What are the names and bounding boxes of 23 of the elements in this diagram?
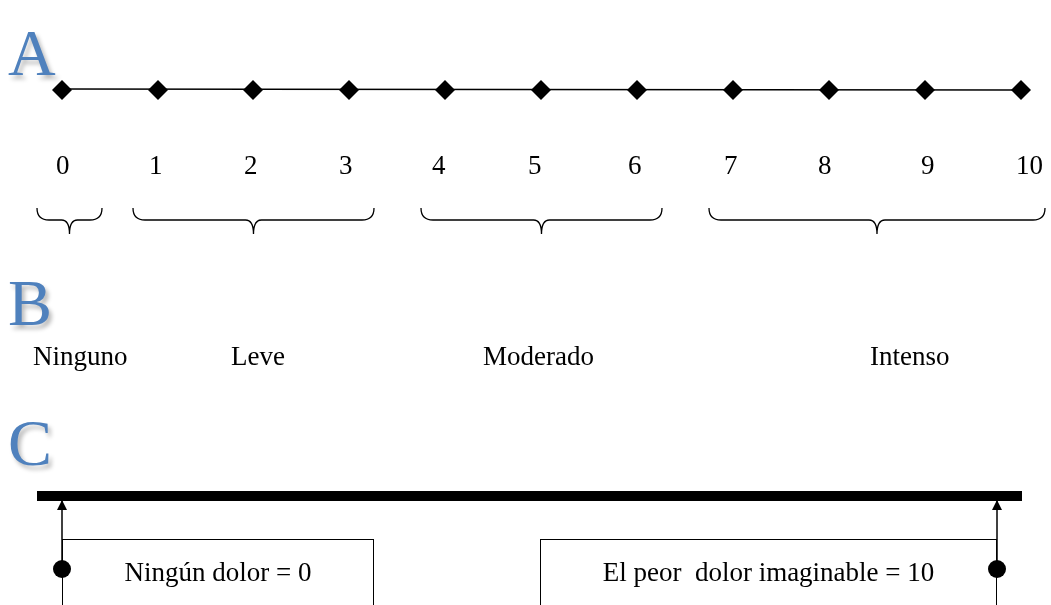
scale-number: 1 bbox=[149, 152, 163, 179]
label-box: El peor dolor imaginable = 10 bbox=[540, 539, 997, 605]
scale-number: 5 bbox=[528, 152, 542, 179]
panel-letter: C bbox=[8, 410, 53, 476]
scale-number: 4 bbox=[432, 152, 446, 179]
arrow bbox=[53, 500, 71, 578]
category-label: Leve bbox=[231, 343, 285, 370]
category-label: Ninguno bbox=[33, 343, 128, 370]
scale-number: 10 bbox=[1016, 152, 1043, 179]
scale-number: 8 bbox=[818, 152, 832, 179]
thick-bar bbox=[37, 491, 1022, 501]
category-label: Moderado bbox=[483, 343, 594, 370]
panel-letter: A bbox=[8, 20, 56, 86]
scale-number: 2 bbox=[244, 152, 258, 179]
scale-number: 7 bbox=[724, 152, 738, 179]
scale-number: 0 bbox=[56, 152, 70, 179]
panel-letter: B bbox=[8, 270, 53, 336]
scale-number: 9 bbox=[921, 152, 935, 179]
arrow bbox=[988, 500, 1006, 578]
scale-number: 6 bbox=[628, 152, 642, 179]
category-label: Intenso bbox=[870, 343, 950, 370]
scale-number: 3 bbox=[339, 152, 353, 179]
label-box: Ningún dolor = 0 bbox=[62, 539, 374, 605]
